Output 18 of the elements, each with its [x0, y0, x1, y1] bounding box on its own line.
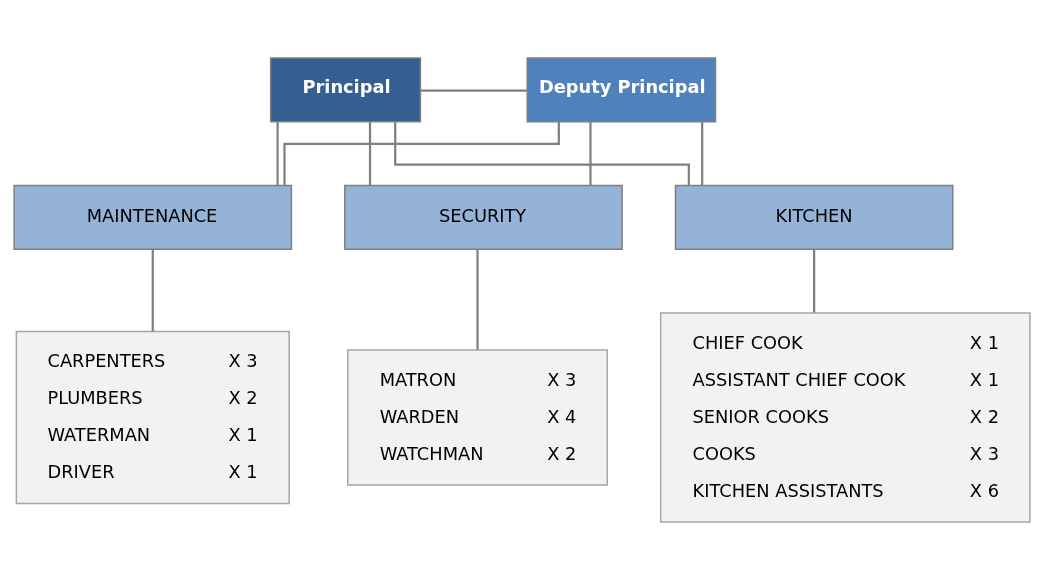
connector [283, 121, 560, 186]
node-box: Deputy Principal [526, 57, 717, 123]
node-box: MATRON X 3 WARDEN X 4 WATCHMAN X 2 [347, 349, 608, 486]
connector [276, 122, 279, 186]
connector [420, 89, 527, 92]
connector [589, 122, 592, 186]
node-box: Principal [269, 57, 422, 123]
connector [151, 249, 154, 332]
connector [394, 122, 690, 185]
node-box: MAINTENANCE [13, 184, 293, 250]
connector [813, 249, 816, 313]
connector [476, 249, 479, 350]
connector [368, 122, 372, 186]
node-box: CHIEF COOK X 1 ASSISTANT CHIEF COOK X 1 SENIOR COOKS X 2 COOKS X 3 KITCHEN ASSISTANTS X 6 [659, 312, 1031, 523]
node-box: CARPENTERS X 3 PLUMBERS X 2 WATERMAN X 1 DRIVER X 1 [15, 330, 290, 505]
node-box: SECURITY [344, 184, 623, 250]
node-box: KITCHEN [674, 184, 954, 250]
connector [701, 122, 704, 186]
